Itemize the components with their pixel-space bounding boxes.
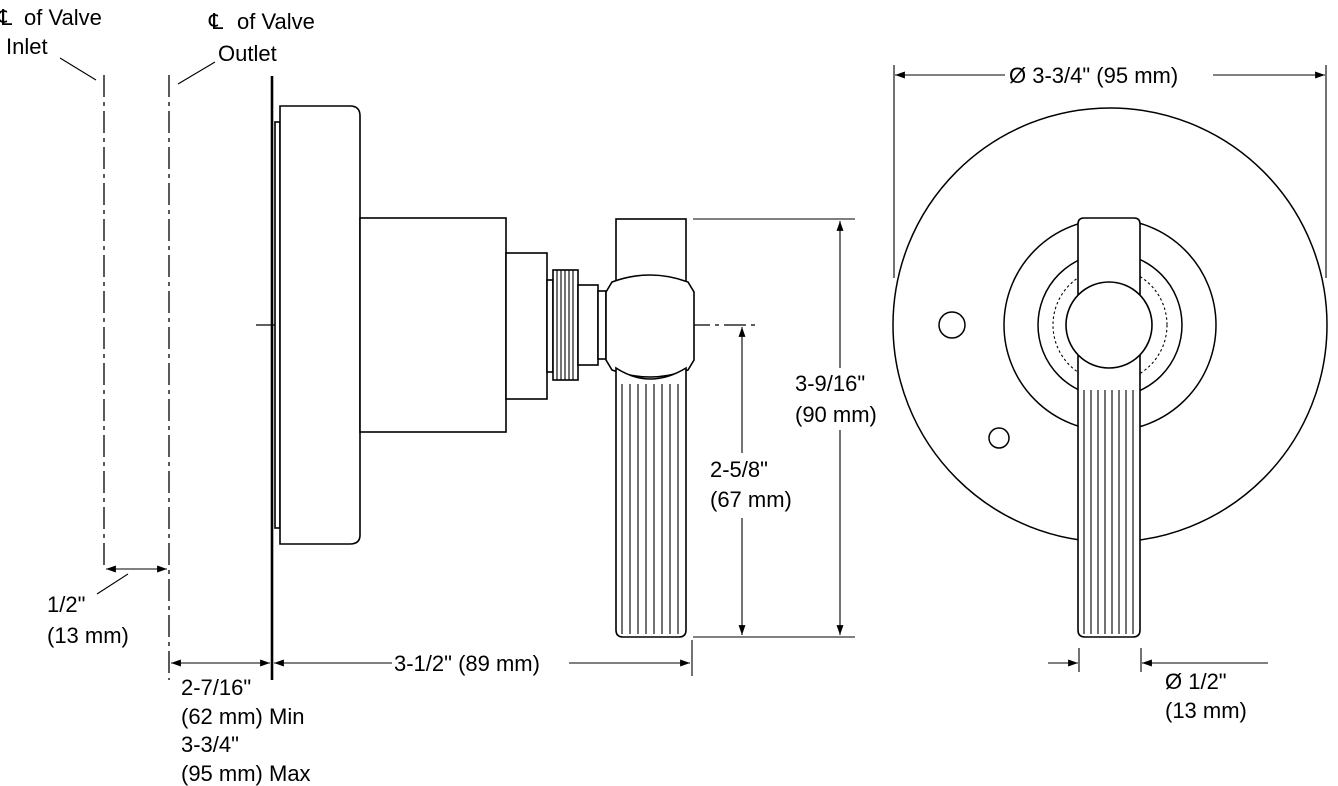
cl-inlet-label-line2: Inlet <box>6 34 48 59</box>
handle-below-label-line1: 2-5/8" <box>710 457 768 482</box>
hub-front <box>1065 281 1153 369</box>
mounting-hole-upper <box>938 311 966 339</box>
mounting-hole-lower <box>988 427 1010 449</box>
dim-handle-diameter <box>1048 648 1268 672</box>
cl-symbol-inlet: ℄ <box>0 5 13 30</box>
handle-total-label-line1: 3-9/16" <box>795 371 865 396</box>
lever-handle-side-view <box>605 218 695 638</box>
handle-total-label-line2: (90 mm) <box>795 402 877 427</box>
front-view <box>892 107 1328 638</box>
cl-outlet-label-line2: Outlet <box>218 41 277 66</box>
cl-outlet-label-line1: of Valve <box>237 9 315 34</box>
offset-label-line1: 1/2" <box>47 592 85 617</box>
projection-label: 3-1/2" (89 mm) <box>394 651 540 676</box>
dim-plate-diameter <box>893 65 1327 278</box>
handle-diameter-label-line1: Ø 1/2" <box>1165 669 1227 694</box>
depth-min-label-line2: (62 mm) Min <box>181 704 304 729</box>
knurl-ring-front <box>1052 267 1168 383</box>
dim-projection <box>274 640 693 676</box>
inlet-leader-line <box>59 57 97 81</box>
valve-body-side-view <box>359 217 554 433</box>
handle-below-label-line2: (67 mm) <box>710 487 792 512</box>
outlet-leader-line <box>177 61 216 85</box>
offset-label-line2: (13 mm) <box>47 623 129 648</box>
depth-max-label-line1: 3-3/4" <box>181 732 239 757</box>
handle-diameter-label-line2: (13 mm) <box>1165 698 1247 723</box>
escutcheon-side-view <box>274 105 361 545</box>
depth-min-label-line1: 2-7/16" <box>181 675 251 700</box>
dim-centerline-offset <box>96 565 167 595</box>
cl-symbol-outlet: ℄ <box>208 9 224 34</box>
cl-inlet-label-line1: of Valve <box>24 5 102 30</box>
knurled-ring <box>552 269 607 381</box>
handle-front-view <box>1077 217 1141 638</box>
dim-handle-total-height <box>693 218 855 638</box>
depth-max-label-line2: (95 mm) Max <box>181 761 311 786</box>
plate-diameter-label: Ø 3-3/4" (95 mm) <box>1009 63 1178 88</box>
